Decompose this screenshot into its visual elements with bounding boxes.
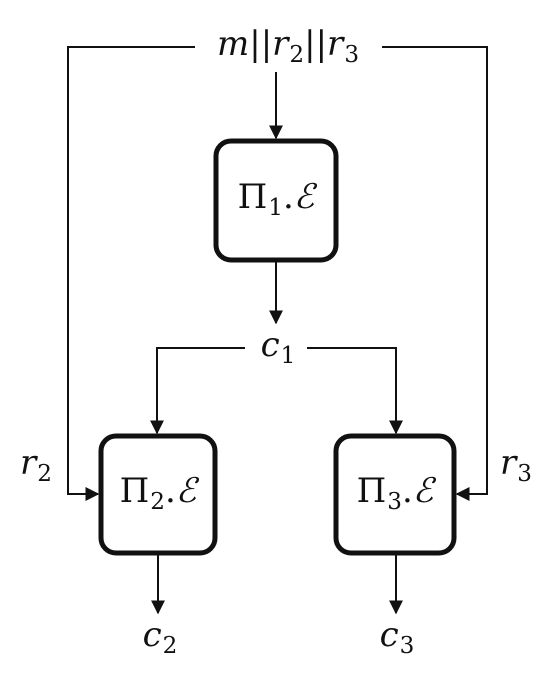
input-m: m [216,23,250,64]
side-r3-r: r [500,442,517,483]
side-r2-r: r [20,442,37,483]
box-pi3 [333,433,457,556]
pi3-sub: 3 [387,488,402,515]
pi3-E: ℰ [412,470,434,511]
pi3-symbol: Π [356,470,387,511]
c2-c: c [142,614,162,655]
arrow-r2-to-pi2 [67,46,195,501]
input-sep-1: || [249,23,273,64]
pi2-sub: 2 [150,488,165,515]
c1-sub: 1 [280,342,296,369]
c3-label: c3 [380,618,415,658]
input-sep-2: || [304,23,328,64]
input-r2: r [272,23,289,64]
c2-sub: 2 [162,632,178,659]
side-r2-label: r2 [20,446,52,486]
pi1-sub: 1 [268,194,283,221]
c1-label: c1 [261,328,296,368]
arrow-r3-to-pi3 [382,46,488,501]
pi1-E: ℰ [293,176,315,217]
c3-sub: 3 [399,632,415,659]
pi2-dot: . [164,470,176,511]
box-pi1 [213,138,339,263]
c3-c: c [379,614,399,655]
box-pi1-label: Π1.ℰ [238,180,315,220]
pi2-symbol: Π [119,470,150,511]
pi1-symbol: Π [237,176,268,217]
c1-c: c [260,324,280,365]
side-r3-sub: 3 [517,460,532,487]
pi3-dot: . [401,470,413,511]
arrow-c1-to-pi3 [307,347,403,435]
pi2-E: ℰ [175,470,197,511]
arrow-c1-to-pi2 [150,347,245,435]
box-pi2 [98,433,218,556]
input-r2-sub: 2 [289,41,305,68]
box-pi2-label: Π2.ℰ [120,474,197,514]
box-pi3-label: Π3.ℰ [357,474,434,514]
side-r3-label: r3 [500,446,532,486]
c2-label: c2 [143,618,178,658]
pi1-dot: . [282,176,294,217]
input-r3: r [327,23,344,64]
input-r3-sub: 3 [344,41,360,68]
input-label: m||r2||r3 [217,27,359,67]
side-r2-sub: 2 [37,460,52,487]
